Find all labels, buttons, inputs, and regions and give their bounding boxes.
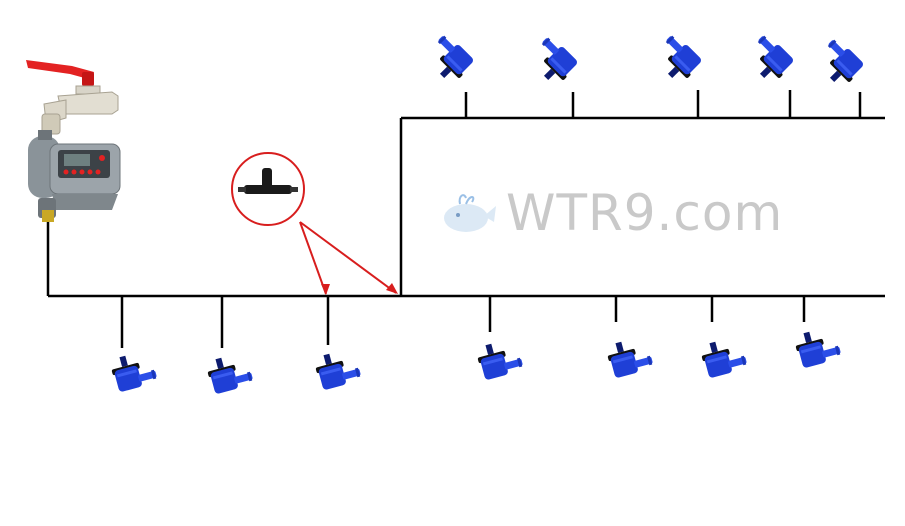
dripper-icon bbox=[698, 335, 749, 379]
dripper-icon bbox=[204, 351, 255, 395]
tee-connector-icon bbox=[238, 168, 298, 194]
dripper-icon bbox=[526, 34, 581, 88]
watermark-text: WTR9.com bbox=[506, 184, 784, 242]
pipe-network bbox=[46, 90, 885, 348]
dripper-icon bbox=[312, 347, 363, 391]
tee-connector-callout bbox=[231, 152, 398, 295]
dripper-icon bbox=[422, 32, 477, 86]
dripper-icon bbox=[792, 325, 843, 369]
dripper-icon bbox=[812, 36, 867, 90]
whale-logo-icon bbox=[444, 194, 496, 232]
watermark: WTR9.com bbox=[440, 182, 783, 244]
dripper-icon bbox=[474, 337, 525, 381]
dripper-icon bbox=[742, 32, 797, 86]
dripper-icon bbox=[604, 335, 655, 379]
water-timer-icon bbox=[28, 130, 121, 222]
lower-drippers bbox=[108, 325, 843, 395]
dripper-icon bbox=[108, 349, 159, 393]
dripper-icon bbox=[650, 32, 705, 86]
upper-drippers bbox=[422, 32, 867, 90]
faucet-icon bbox=[26, 60, 119, 135]
